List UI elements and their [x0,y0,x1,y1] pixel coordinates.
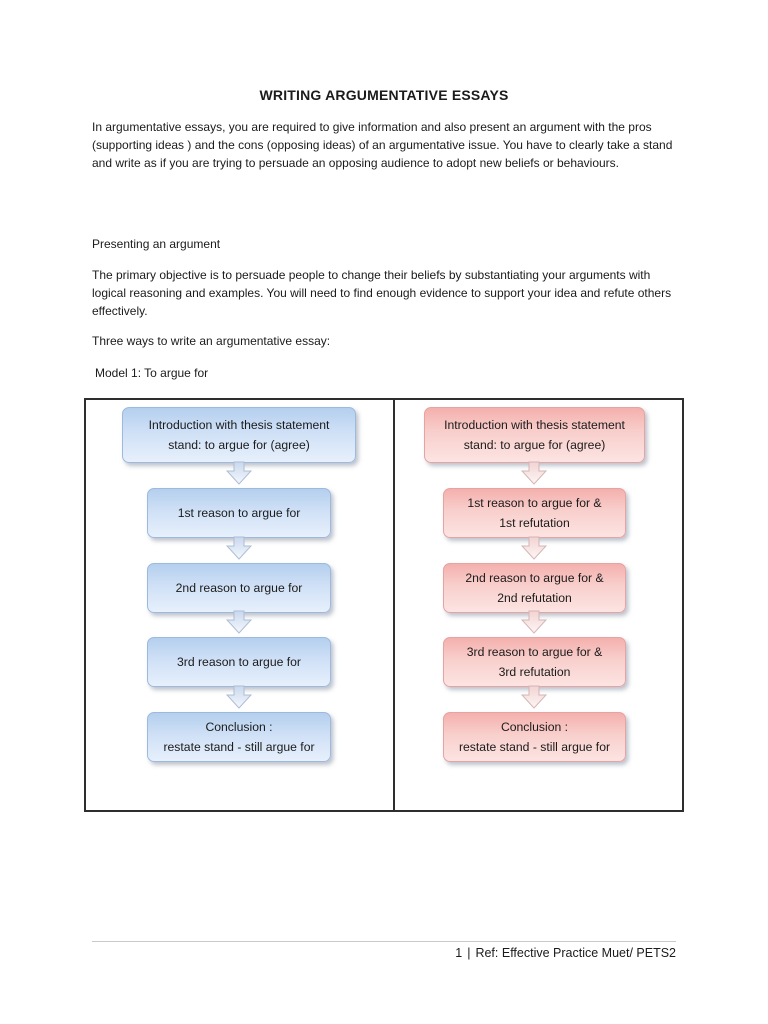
model1-label: Model 1: To argue for [95,366,209,380]
flow-box-line: stand: to argue for (agree) [463,438,606,452]
down-arrow-icon [226,685,252,709]
down-arrow-icon [521,685,547,709]
page-number: 1 [455,946,463,960]
down-arrow-icon [521,610,547,634]
flow-box-line: Conclusion : [205,720,273,734]
flow-box-line: 3rd reason to argue for [177,655,301,669]
flow-box-line: 3rd refutation [498,665,571,679]
column-divider [393,400,395,810]
flow-box-line: stand: to argue for (agree) [168,438,310,452]
flow-box-reason1: 1st reason to argue for [147,488,331,538]
flow-box-line: Conclusion : [500,720,569,734]
flow-box-reason3: 3rd reason to argue for [147,637,331,687]
three-ways-line: Three ways to write an argumentative ess… [92,334,331,348]
flow-box-line: restate stand - still argue for [458,740,611,754]
flow-box-intro-argue-for-refute: Introduction with thesis statement stand… [424,407,645,463]
flow-box-line: 2nd reason to argue for [175,581,303,595]
flow-box-line: 1st refutation [499,516,570,530]
flow-box-reason2-refutation: 2nd reason to argue for & 2nd refutation [443,563,626,613]
flow-box-reason2: 2nd reason to argue for [147,563,331,613]
objective-paragraph: The primary objective is to persuade peo… [92,268,672,318]
flow-box-line: 2nd reason to argue for & [465,571,604,585]
flow-box-line: 2nd refutation [497,591,572,605]
down-arrow-icon [521,536,547,560]
flow-box-line: Introduction with thesis statement [444,418,625,432]
down-arrow-icon [226,461,252,485]
flow-box-line: restate stand - still argue for [163,740,315,754]
page-footer: 1 | Ref: Effective Practice Muet/ PETS2 [92,944,676,962]
intro-paragraph: In argumentative essays, you are require… [92,120,673,170]
flow-box-reason3-refutation: 3rd reason to argue for & 3rd refutation [443,637,626,687]
flow-box-intro-argue-for: Introduction with thesis statement stand… [122,407,356,463]
model1-flowchart: Introduction with thesis statement stand… [84,398,684,812]
down-arrow-icon [521,461,547,485]
footer-reference: Ref: Effective Practice Muet/ PETS2 [475,946,676,960]
footer-separator: | [467,946,471,960]
down-arrow-icon [226,610,252,634]
flow-box-line: 3rd reason to argue for & [466,645,603,659]
footer-rule [92,941,676,942]
page-title: WRITING ARGUMENTATIVE ESSAYS [259,87,509,103]
down-arrow-icon [226,536,252,560]
flow-box-line: Introduction with thesis statement [148,418,330,432]
flow-box-line: 1st reason to argue for [177,506,301,520]
flow-box-conclusion-refute: Conclusion : restate stand - still argue… [443,712,626,762]
flow-box-line: 1st reason to argue for & [467,496,602,510]
flow-box-reason1-refutation: 1st reason to argue for & 1st refutation [443,488,626,538]
presenting-heading: Presenting an argument [92,237,221,251]
flow-box-conclusion: Conclusion : restate stand - still argue… [147,712,331,762]
